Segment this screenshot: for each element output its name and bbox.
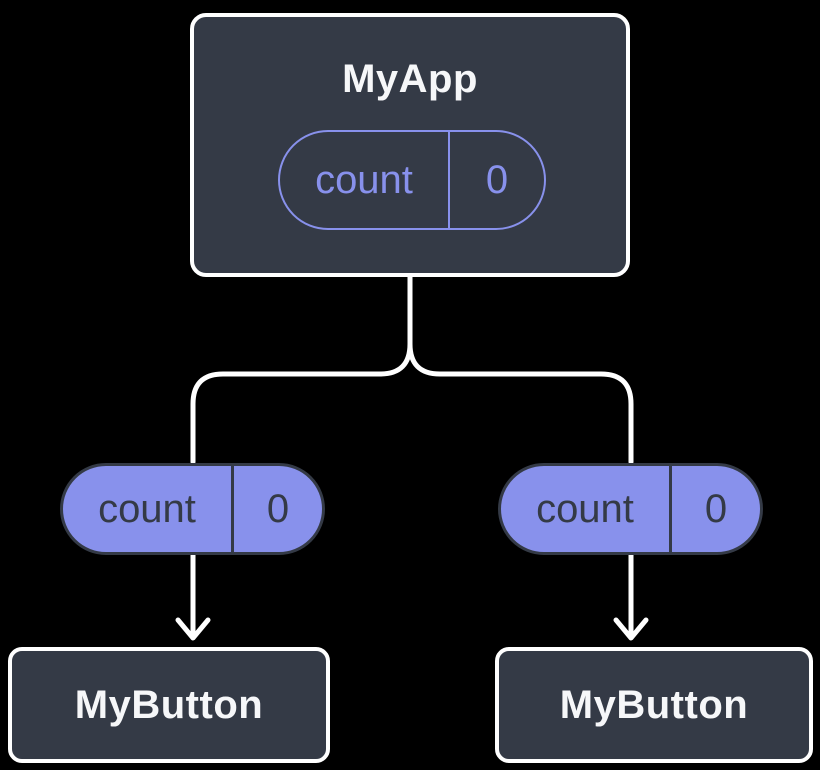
root-node-title: MyApp xyxy=(342,57,478,101)
state-value-label: 0 xyxy=(669,466,760,552)
state-key-label: count xyxy=(315,157,413,202)
state-key-label: count xyxy=(98,486,196,531)
state-value-label: 0 xyxy=(448,132,544,228)
left-child-component-node: MyButton xyxy=(8,647,330,763)
root-state-pill: count 0 xyxy=(278,130,546,230)
leaf-node-title: MyButton xyxy=(74,682,264,727)
fork-connector-left xyxy=(190,269,413,465)
left-arrow-head-icon xyxy=(175,617,211,641)
leaf-node-title: MyButton xyxy=(559,682,749,727)
root-component-node: MyApp count 0 xyxy=(190,13,630,277)
fork-connector-right xyxy=(407,269,634,465)
left-prop-pill: count 0 xyxy=(60,463,325,555)
state-value-label: 0 xyxy=(231,466,322,552)
right-arrow-head-icon xyxy=(613,617,649,641)
right-child-component-node: MyButton xyxy=(495,647,813,763)
state-key-label: count xyxy=(536,486,634,531)
right-prop-pill: count 0 xyxy=(498,463,763,555)
